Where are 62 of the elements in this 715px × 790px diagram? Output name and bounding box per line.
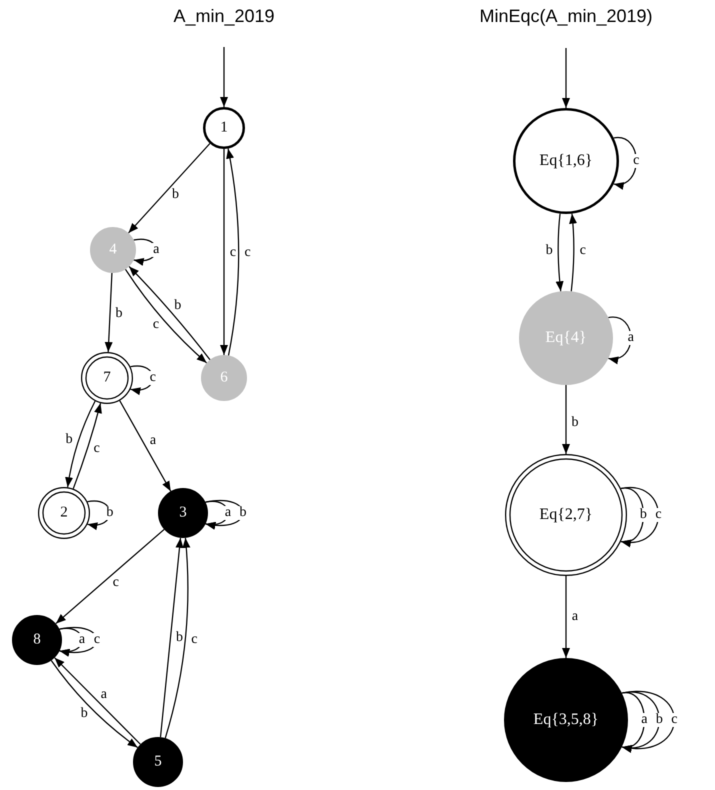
arrow	[72, 403, 102, 489]
state-label: 7	[103, 370, 111, 386]
arrow	[65, 400, 96, 488]
accepting-state-circle	[38, 487, 90, 539]
edge-label: c	[632, 154, 640, 168]
arrow	[119, 400, 172, 492]
accepting-state-circle	[505, 454, 627, 576]
edge-label: c	[670, 713, 678, 727]
self-loop-arrow	[622, 690, 675, 752]
self-loop-arrow	[87, 500, 110, 530]
state-label: 2	[60, 506, 68, 520]
state-label: 1	[220, 120, 228, 136]
edge-label: a	[640, 713, 648, 727]
state-circle	[158, 488, 208, 538]
arrow	[55, 528, 165, 624]
edge-label: b	[638, 508, 648, 522]
edge-label: a	[224, 506, 232, 520]
graph-title: MinEqc(A_min_2019)	[479, 6, 653, 27]
arrow	[160, 538, 184, 738]
state-label: 4	[109, 242, 117, 258]
state-label: 3	[179, 506, 187, 520]
accepting-state-circle	[81, 352, 133, 404]
self-loop-arrow	[608, 316, 632, 363]
state-circle	[133, 737, 183, 787]
edge-label: b	[238, 506, 248, 520]
edge-label: a	[78, 633, 86, 647]
arrow	[562, 48, 570, 108]
arrow	[164, 538, 190, 738]
edge-label: b	[654, 713, 664, 727]
arrow	[562, 576, 570, 658]
state-circle	[12, 615, 62, 665]
edge-label: a	[626, 331, 635, 345]
state-circle	[504, 658, 628, 782]
self-loop-arrow	[614, 137, 637, 188]
arrow	[220, 47, 228, 107]
state-circle	[201, 355, 247, 401]
edge-label: c	[148, 371, 158, 385]
arrow	[220, 149, 228, 355]
arrow	[104, 272, 113, 352]
self-loop-arrow	[620, 487, 660, 546]
state-label: Eq{4}	[545, 330, 587, 346]
arrow	[556, 214, 564, 292]
state-label: 5	[154, 754, 162, 770]
state-circle	[90, 227, 136, 273]
edge-label: c	[654, 508, 663, 522]
arrow	[562, 385, 570, 454]
state-label: Eq{1,6}	[539, 153, 593, 169]
graph-title: A_min_2019	[173, 6, 275, 27]
state-label: Eq{3,5,8}	[533, 712, 599, 728]
arrow	[128, 143, 210, 234]
arrow	[226, 148, 240, 356]
state-label: Eq{2,7}	[539, 507, 593, 523]
edge-label: a	[152, 243, 160, 257]
self-loop-arrow	[130, 365, 154, 394]
edge-label: b	[105, 506, 114, 520]
arrow	[568, 214, 577, 292]
edge-label: c	[92, 633, 102, 647]
state-label: 8	[33, 632, 41, 648]
state-label: 6	[220, 370, 228, 386]
state-circle	[513, 108, 619, 214]
state-circle	[519, 291, 613, 385]
state-circle	[203, 107, 245, 149]
